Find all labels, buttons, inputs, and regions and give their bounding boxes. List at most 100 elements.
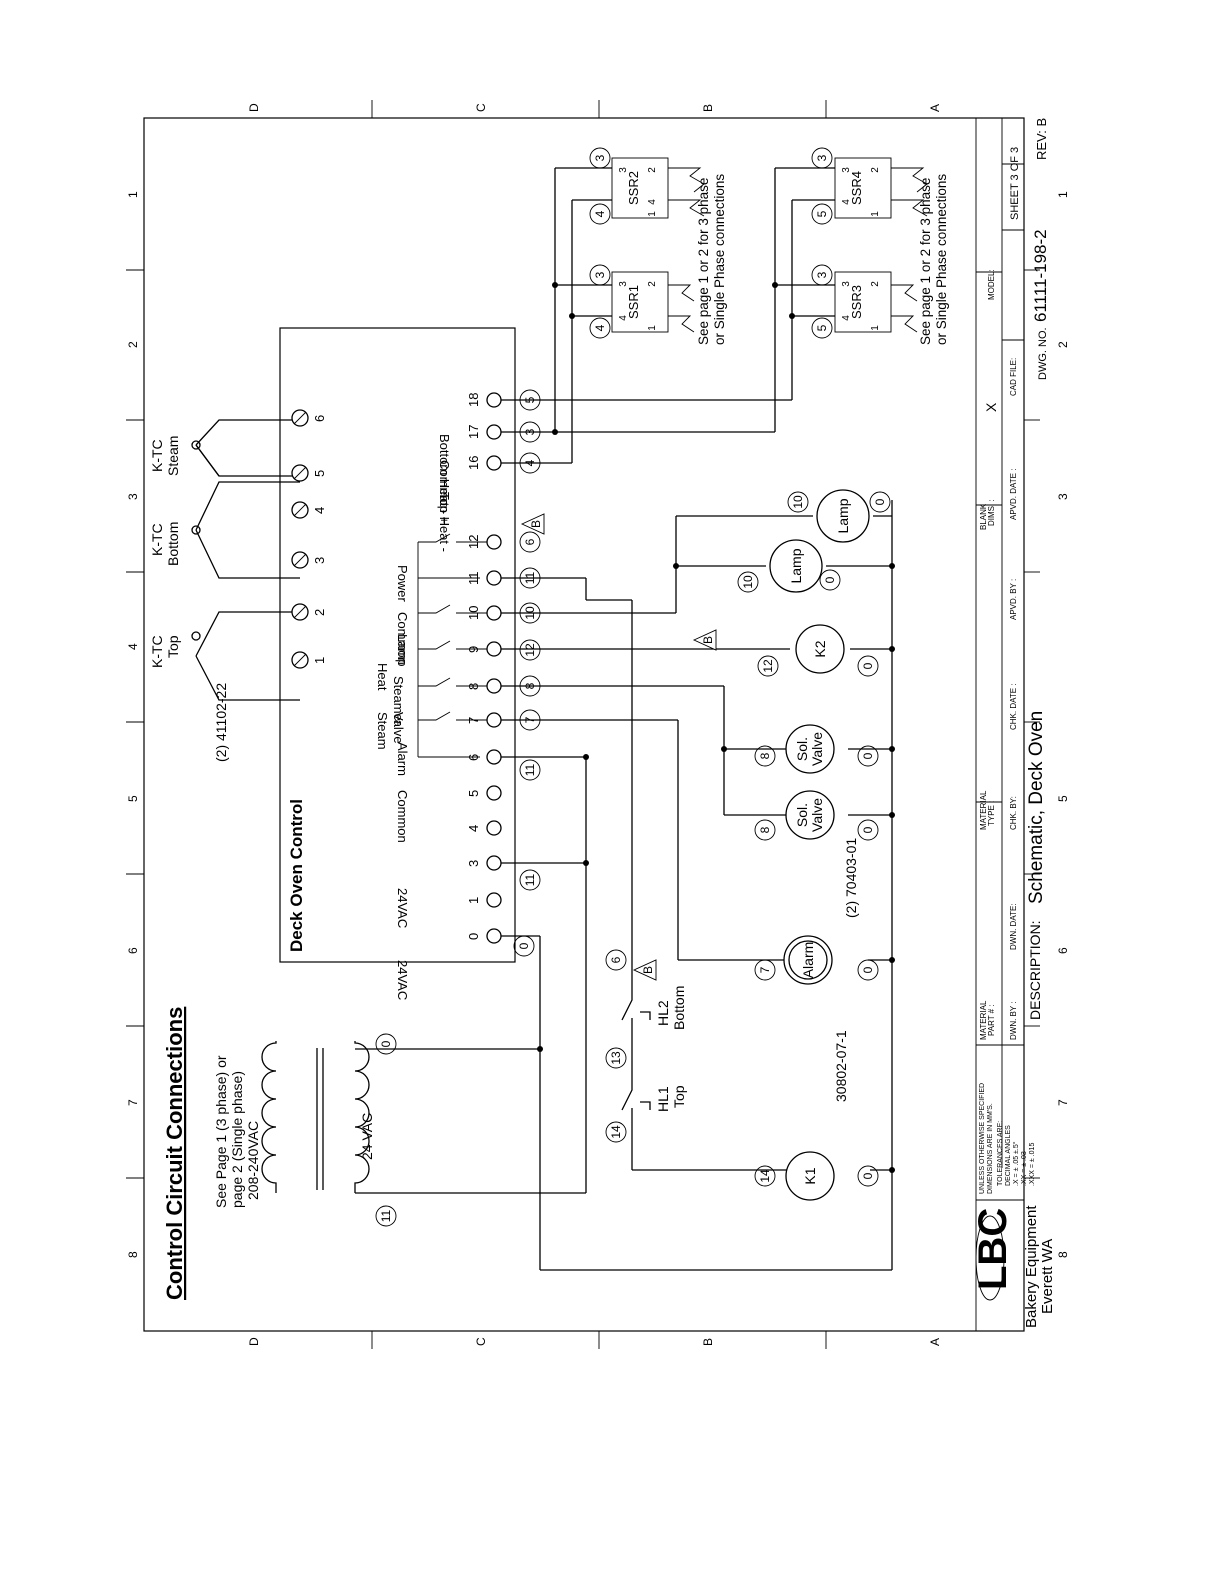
lamp-2-label: Lamp [835, 498, 851, 533]
label-valve-8: Valve [391, 712, 406, 744]
controller-title: Deck Oven Control [287, 799, 306, 952]
k1-label: K1 [802, 1167, 818, 1184]
wire-num: 0 [861, 752, 875, 759]
sol-valve-1-label-2: Valve [809, 798, 825, 832]
tc-terminal-3: 3 [312, 557, 327, 564]
ssr4-pin: 2 [870, 167, 881, 173]
ssr1-label: SSR1 [626, 285, 641, 319]
company-logo: LBC [971, 1208, 1015, 1290]
wire-num: 8 [758, 826, 772, 833]
tc-terminal-4: 4 [312, 507, 327, 514]
ssr1-block [611, 271, 669, 333]
company-name-1: Bakery Equipment [1023, 1205, 1040, 1328]
zone-col-1-right: 1 [1056, 191, 1070, 198]
thermocouple-terminals [291, 409, 309, 669]
ssr3-label: SSR3 [849, 285, 864, 319]
zone-col-8-right: 8 [1056, 1251, 1070, 1258]
hl-switches [621, 990, 651, 1120]
zone-row-c-top: C [474, 103, 488, 112]
wire-num: 10 [741, 575, 755, 589]
transformer [261, 1041, 370, 1193]
tc-bottom-label-1: K-TC [149, 523, 165, 556]
wire-num: 5 [523, 396, 537, 403]
revision-marker: B [529, 520, 543, 528]
ssr-blocks [611, 157, 892, 333]
wire-num: 11 [523, 873, 537, 886]
tc-bottom-label-2: Bottom [165, 522, 181, 566]
wire-num: 0 [823, 576, 837, 583]
ssr4-label: SSR4 [849, 171, 864, 205]
dwg-no-label: DWG. NO. [1037, 327, 1049, 380]
wire-num: 0 [379, 1040, 393, 1047]
wire-num: 10 [523, 606, 537, 620]
revision-marker: B [701, 636, 715, 644]
sol-valve-2-label-2: Valve [809, 732, 825, 766]
zone-ticks [126, 100, 1040, 1349]
zone-col-2-right: 2 [1056, 341, 1070, 348]
wire-num: 0 [861, 966, 875, 973]
wire-num: 4 [593, 210, 607, 217]
zone-col-7-right: 7 [1056, 1099, 1070, 1106]
ssr-note-top-1: See page 1 or 2 for 3 phase [696, 178, 711, 345]
lamp-1 [769, 539, 823, 593]
wire-num: 0 [861, 1172, 875, 1179]
dwn-by-label: DWN. BY : [1009, 1001, 1018, 1040]
tolerance-note: DIMENSIONS ARE IN MM'S. [987, 1103, 994, 1194]
ssr-note-top-2: or Single Phase connections [712, 174, 727, 345]
wire-num: 3 [593, 154, 607, 161]
ssr2-pin: 4 [647, 199, 658, 205]
wire-num: 11 [379, 1209, 393, 1222]
blank-dims-label-2: DIMS. : [987, 499, 996, 526]
wire-num: 3 [523, 428, 537, 435]
hl1-label-1: HL1 [655, 1086, 671, 1112]
source-note-line1: See Page 1 (3 phase) or [213, 1055, 229, 1208]
wire-num: 3 [815, 271, 829, 278]
ssr3-pin: 1 [870, 325, 881, 331]
ssr1-pin: 1 [647, 325, 658, 331]
terminal-num-4: 4 [466, 825, 481, 832]
ssr2-label: SSR2 [626, 171, 641, 205]
dwn-date-label: DWN. DATE: [1009, 903, 1018, 950]
description-label: DESCRIPTION: [1027, 920, 1043, 1020]
wire-num: 13 [609, 1051, 623, 1065]
ssr-load-leads [668, 167, 928, 333]
zone-row-b-bottom: B [701, 1338, 715, 1346]
wire-num: 12 [523, 643, 537, 657]
tolerance-note: .XX = ± .03 [1021, 1151, 1028, 1186]
zone-row-d-bottom: D [247, 1337, 261, 1346]
label-steamer-9: Steamer [391, 676, 406, 726]
hl1-label-2: Top [671, 1085, 687, 1108]
tc-terminal-2: 2 [312, 609, 327, 616]
k1-coil [785, 1151, 835, 1201]
company-name-2: Everett WA [1039, 1239, 1056, 1314]
zone-col-5-right: 5 [1056, 795, 1070, 802]
terminal-num-18: 18 [466, 393, 481, 407]
zone-col-6-right: 6 [1056, 947, 1070, 954]
label-bottom-heat-18: Bottom Heat - [437, 434, 452, 514]
tolerance-note: UNLESS OTHERWISE SPECIFIED [979, 1083, 986, 1194]
source-note-line3: 208-240VAC [245, 1121, 261, 1200]
hl2-label-1: HL2 [655, 1000, 671, 1026]
zone-row-b-top: B [701, 104, 715, 112]
wire-num: 0 [861, 662, 875, 669]
zone-col-2-left: 2 [126, 341, 140, 348]
zone-col-1-left: 1 [126, 191, 140, 198]
tolerance-note: .X = ± .05 ±.5° [1012, 1141, 1020, 1186]
ssr-note-bottom-2: or Single Phase connections [934, 174, 949, 345]
label-power-12: Power [395, 565, 410, 603]
wire-num: 6 [523, 538, 537, 545]
wire-num: 14 [758, 1169, 772, 1183]
control-wiring [195, 167, 893, 1271]
controller-terminals [486, 392, 502, 944]
alarm-label: Alarm [800, 942, 816, 979]
wire-num: 8 [523, 682, 537, 689]
label-lamp-10: Lamp [395, 634, 410, 667]
ssr1-pin: 4 [618, 315, 629, 321]
wire-num: 14 [609, 1125, 623, 1139]
ssr3-pin: 2 [870, 281, 881, 287]
devices [769, 489, 870, 1201]
drawing-title: Control Circuit Connections [162, 1007, 187, 1300]
apvd-by-label: APVD. BY : [1009, 579, 1018, 620]
wire-num: 7 [523, 716, 537, 723]
terminal-num-16: 16 [466, 456, 481, 470]
